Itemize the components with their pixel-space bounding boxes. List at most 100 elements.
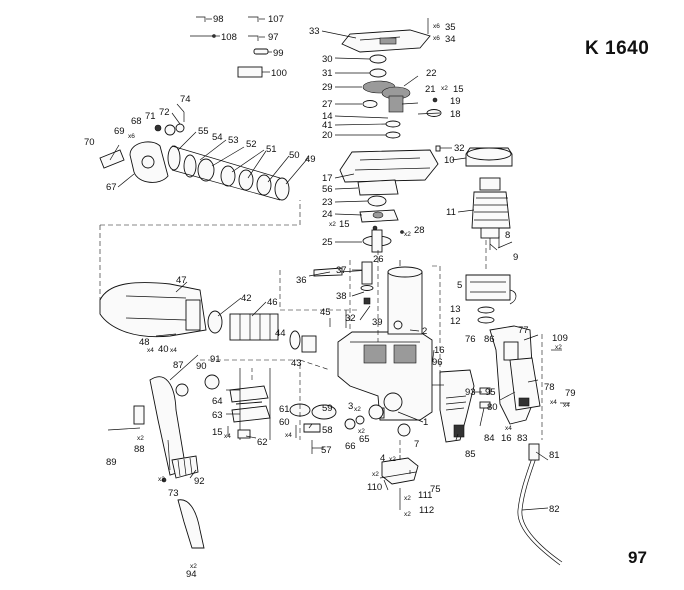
label-95: 95 — [485, 387, 496, 398]
qty-15-top: x2 — [441, 85, 448, 92]
qty-110: x2 — [372, 471, 379, 478]
qty-88: x2 — [137, 435, 144, 442]
qty-28: x2 — [404, 231, 411, 238]
qty-34: x6 — [433, 35, 440, 42]
label-3: 3 — [348, 401, 353, 412]
label-5: 5 — [457, 280, 462, 291]
label-98: 98 — [213, 14, 224, 25]
label-36: 36 — [296, 275, 307, 286]
label-16-right: 16 — [501, 433, 512, 444]
label-93: 93 — [465, 387, 476, 398]
qty-16-right: x4 — [505, 425, 512, 432]
qty-78: x4 — [550, 399, 557, 406]
label-38: 38 — [336, 291, 347, 302]
label-77: 77 — [518, 325, 529, 336]
tool-holder-assembly — [99, 112, 290, 201]
qty-3: x2 — [354, 406, 361, 413]
label-89: 89 — [106, 457, 117, 468]
qty-73: x2 — [158, 476, 165, 483]
label-23: 23 — [322, 197, 333, 208]
side-handle-assembly — [107, 368, 337, 549]
qty-35: x6 — [433, 23, 440, 30]
label-92: 92 — [194, 476, 205, 487]
label-27: 27 — [322, 99, 333, 110]
label-31: 31 — [322, 68, 333, 79]
label-32-top: 32 — [454, 143, 465, 154]
label-69: 69 — [114, 126, 125, 137]
label-90: 90 — [196, 361, 207, 372]
label-2: 2 — [422, 326, 427, 337]
label-22: 22 — [426, 68, 437, 79]
label-68: 68 — [131, 116, 142, 127]
label-39: 39 — [372, 317, 383, 328]
motor-stack — [465, 147, 517, 324]
label-74: 74 — [180, 94, 191, 105]
label-12: 12 — [450, 316, 461, 327]
qty-15-left: x4 — [224, 433, 231, 440]
quantity-labels: x6 x6 x6 x2 x2 x2 x4 x4 x4 x4 x2 x2 x2 x… — [128, 23, 570, 570]
label-37: 37 — [336, 265, 347, 276]
part-labels: 98 107 108 97 99 100 33 35 34 30 31 29 2… — [84, 14, 576, 580]
label-14: 14 — [322, 111, 333, 122]
label-10: 10 — [444, 155, 455, 166]
label-83: 83 — [517, 433, 528, 444]
assembly-lines — [99, 200, 543, 456]
label-53: 53 — [228, 135, 239, 146]
label-80: 80 — [487, 402, 498, 413]
label-19: 19 — [450, 96, 461, 107]
label-11: 11 — [446, 207, 456, 218]
label-48: 48 — [139, 337, 150, 348]
label-24: 24 — [322, 209, 333, 220]
label-81: 81 — [549, 450, 560, 461]
label-61: 61 — [279, 404, 290, 415]
label-49: 49 — [305, 154, 316, 165]
label-21: 21 — [425, 84, 436, 95]
qty-65: x2 — [358, 428, 365, 435]
label-56: 56 — [322, 184, 333, 195]
barrel-assembly — [99, 282, 317, 353]
main-housing — [313, 261, 433, 437]
qty-48: x4 — [170, 347, 177, 354]
label-17: 17 — [322, 173, 333, 184]
label-29: 29 — [322, 82, 333, 93]
label-8: 8 — [505, 230, 510, 241]
label-32-mid: 32 — [345, 313, 356, 324]
label-78: 78 — [544, 382, 555, 393]
label-73: 73 — [168, 488, 179, 499]
qty-69: x6 — [128, 133, 135, 140]
label-35: 35 — [445, 22, 456, 33]
label-86: 86 — [484, 334, 495, 345]
qty-94: x2 — [190, 563, 197, 570]
small-parts-legend — [190, 16, 272, 78]
label-7: 7 — [414, 439, 419, 450]
label-46: 46 — [267, 297, 278, 308]
label-57: 57 — [321, 445, 332, 456]
label-30: 30 — [322, 54, 333, 65]
label-51: 51 — [266, 144, 277, 155]
label-59: 59 — [322, 403, 333, 414]
label-100: 100 — [271, 68, 287, 79]
label-72: 72 — [159, 107, 170, 118]
label-63: 63 — [212, 410, 223, 421]
qty-40: x4 — [147, 347, 154, 354]
leader-lines — [109, 30, 549, 511]
label-52: 52 — [246, 139, 257, 150]
label-91: 91 — [210, 354, 221, 365]
qty-4: x2 — [389, 456, 396, 463]
label-108: 108 — [221, 32, 237, 43]
label-85: 85 — [465, 449, 476, 460]
label-110: 110 — [367, 482, 382, 493]
label-64: 64 — [212, 396, 223, 407]
label-28: 28 — [414, 225, 425, 236]
qty-60: x4 — [285, 432, 292, 439]
qty-112: x2 — [404, 511, 411, 518]
label-44: 44 — [275, 328, 286, 339]
label-60: 60 — [279, 417, 290, 428]
qty-111: x2 — [404, 495, 411, 502]
label-43: 43 — [291, 358, 302, 369]
label-20: 20 — [322, 130, 333, 141]
label-4: 4 — [380, 453, 385, 464]
label-58: 58 — [322, 425, 333, 436]
